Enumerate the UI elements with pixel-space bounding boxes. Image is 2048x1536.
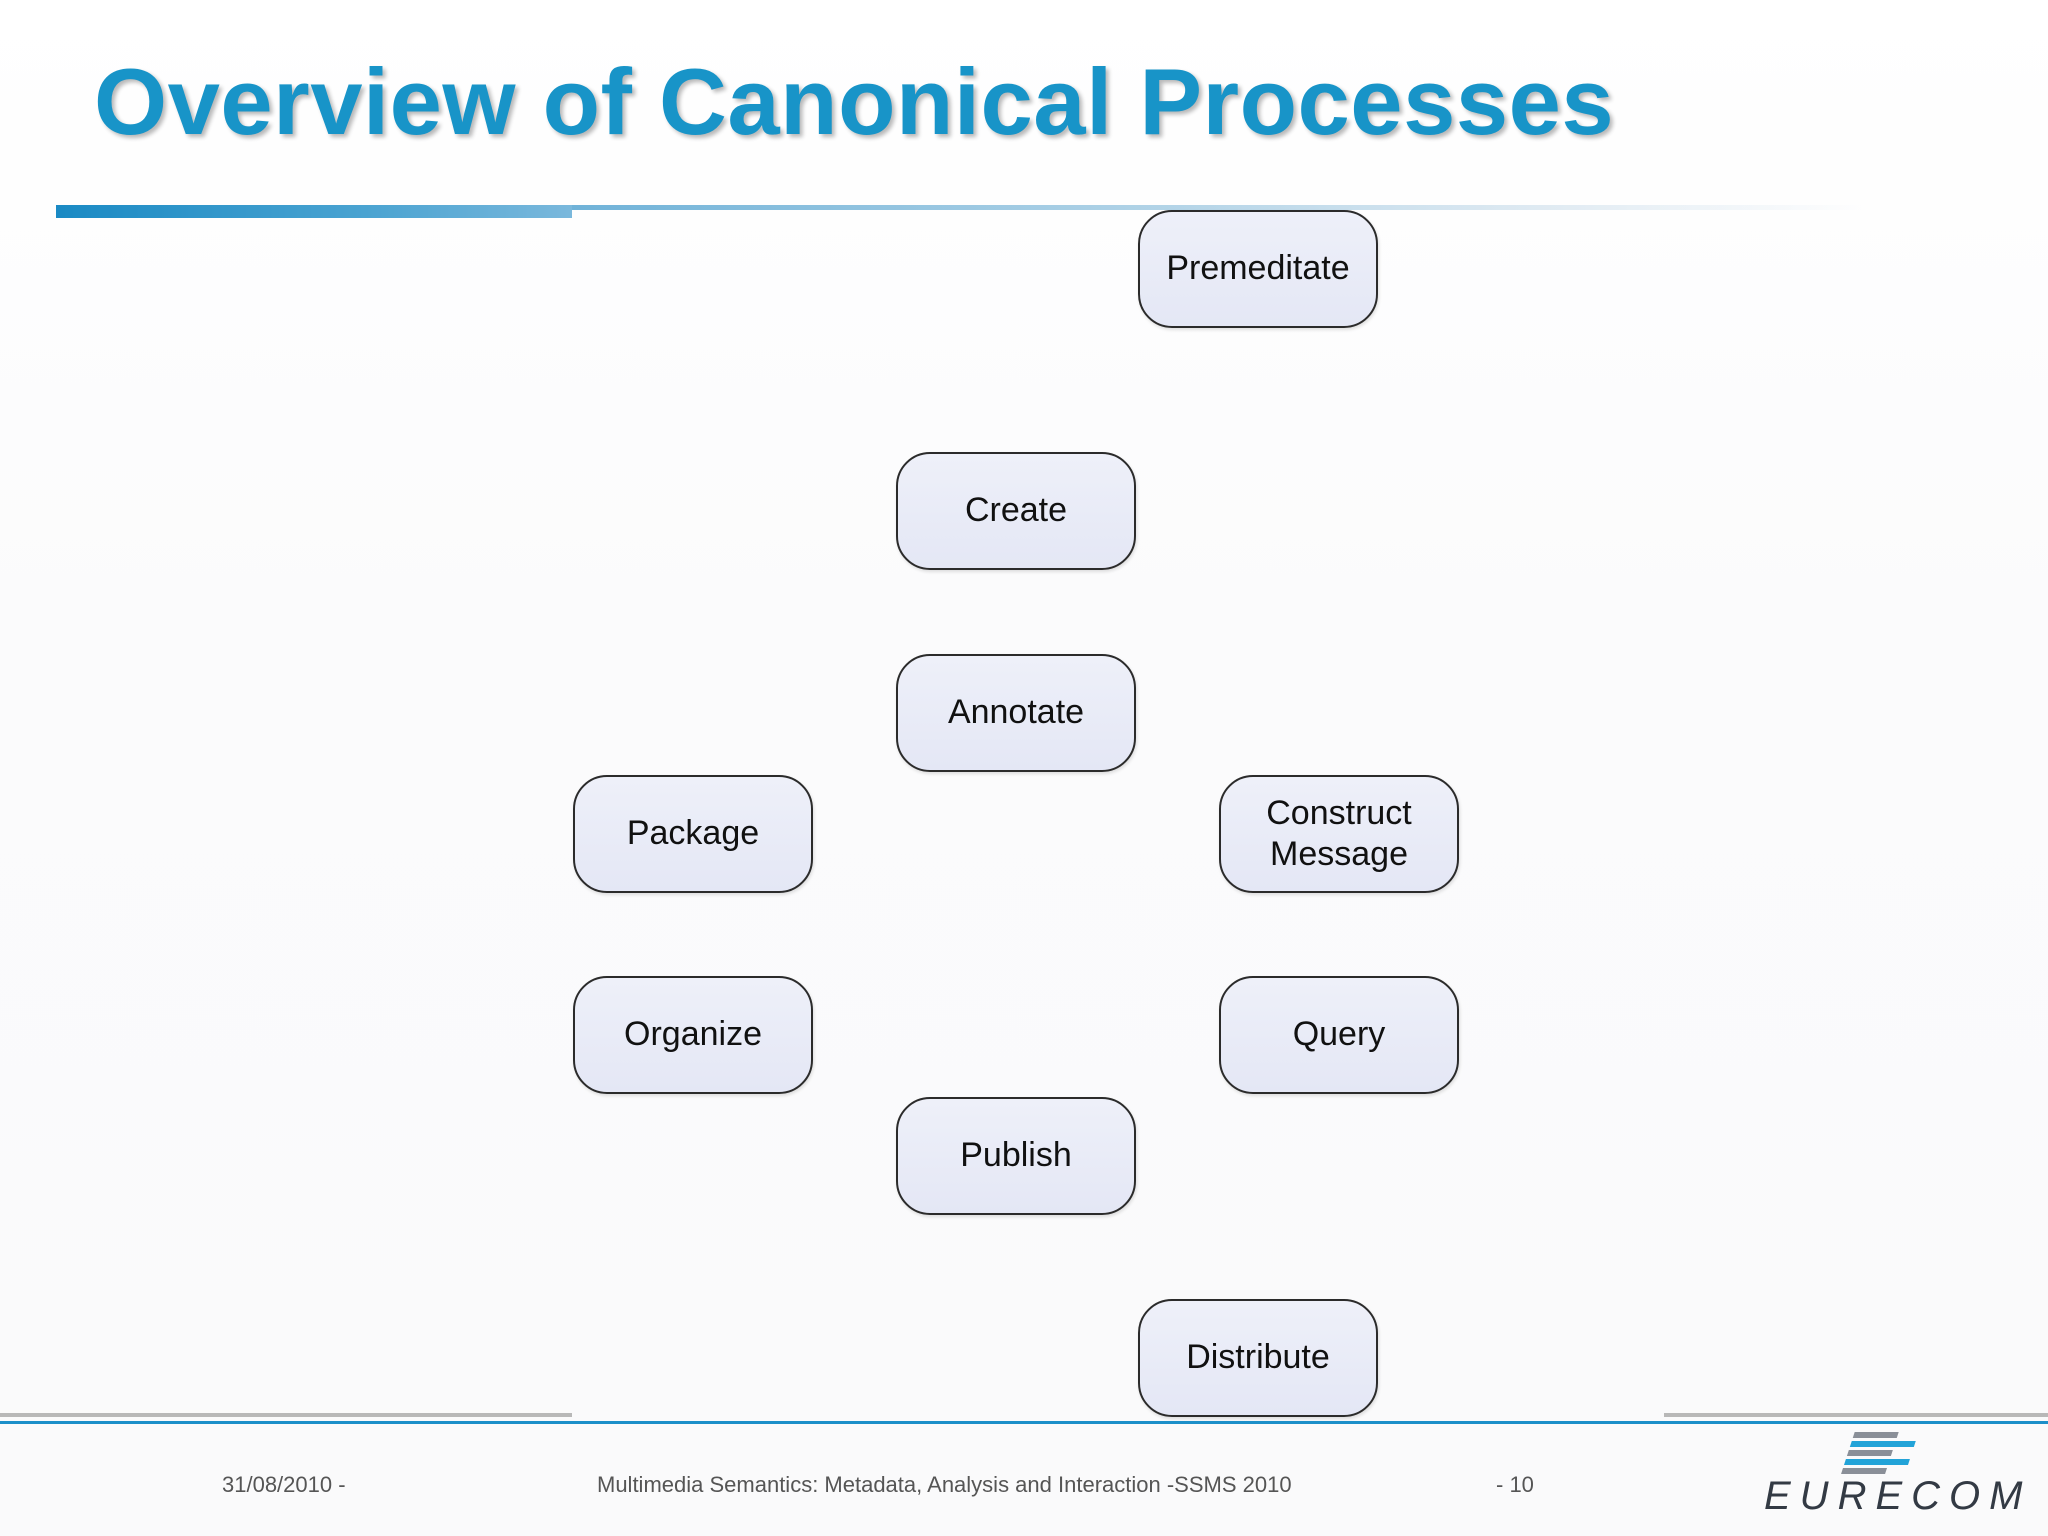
footer-date: 31/08/2010 - xyxy=(222,1472,346,1497)
node-create: Create xyxy=(896,452,1136,570)
node-package-label: Package xyxy=(626,814,760,853)
eurecom-logo-icon xyxy=(1841,1432,1916,1474)
footer-rule-gray-left xyxy=(0,1413,572,1417)
node-premeditate-label: Premeditate xyxy=(1166,249,1350,288)
eurecom-wordmark: EURECOM xyxy=(1764,1474,2032,1518)
slide-title: Overview of Canonical Processes xyxy=(94,49,1615,154)
footer-course-title: Multimedia Semantics: Metadata, Analysis… xyxy=(597,1472,1292,1497)
node-premeditate: Premeditate xyxy=(1138,210,1378,328)
node-query: Query xyxy=(1219,976,1459,1094)
node-organize: Organize xyxy=(573,976,813,1094)
node-construct-message: Construct Message xyxy=(1219,775,1459,893)
node-query-label: Query xyxy=(1292,1015,1386,1054)
title-underline-thick xyxy=(56,205,572,218)
node-distribute-label: Distribute xyxy=(1186,1338,1330,1377)
footer-rule-blue xyxy=(0,1421,2048,1424)
node-annotate: Annotate xyxy=(896,654,1136,772)
footer-page-number: - 10 xyxy=(1496,1472,1534,1497)
node-distribute: Distribute xyxy=(1138,1299,1378,1417)
node-construct-message-label: Construct Message xyxy=(1266,793,1412,873)
footer-rule-gray-right xyxy=(1664,1413,2048,1417)
node-publish-label: Publish xyxy=(960,1136,1072,1175)
title-underline-thin xyxy=(572,205,1862,210)
node-create-label: Create xyxy=(964,491,1068,530)
node-organize-label: Organize xyxy=(624,1015,762,1054)
node-publish: Publish xyxy=(896,1097,1136,1215)
node-annotate-label: Annotate xyxy=(947,693,1085,732)
node-package: Package xyxy=(573,775,813,893)
